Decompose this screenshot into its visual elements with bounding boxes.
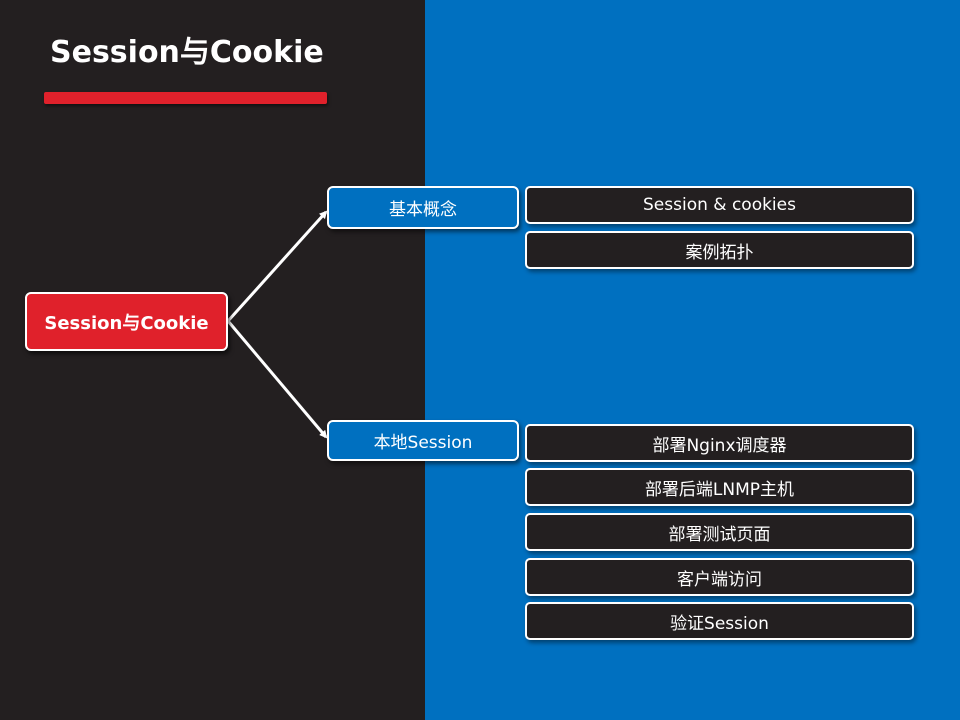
root-node: Session与Cookie	[25, 292, 228, 351]
slide-title: Session与Cookie	[50, 35, 324, 70]
branch-node-basic-concepts: 基本概念	[327, 186, 519, 229]
leaf-node-client-access: 客户端访问	[525, 558, 914, 596]
leaf-node-deploy-test-page: 部署测试页面	[525, 513, 914, 551]
leaf-node-verify-session: 验证Session	[525, 602, 914, 640]
connector-arrow-local-session	[226, 320, 328, 439]
title-underline-bar	[44, 92, 327, 104]
connector-arrow-basic-concepts	[226, 210, 328, 323]
right-blue-panel	[425, 0, 960, 720]
leaf-node-deploy-nginx: 部署Nginx调度器	[525, 424, 914, 462]
leaf-node-case-topology: 案例拓扑	[525, 231, 914, 269]
branch-node-local-session: 本地Session	[327, 420, 519, 461]
leaf-node-session-cookies: Session & cookies	[525, 186, 914, 224]
leaf-node-deploy-lnmp: 部署后端LNMP主机	[525, 468, 914, 506]
left-dark-panel	[0, 0, 425, 720]
